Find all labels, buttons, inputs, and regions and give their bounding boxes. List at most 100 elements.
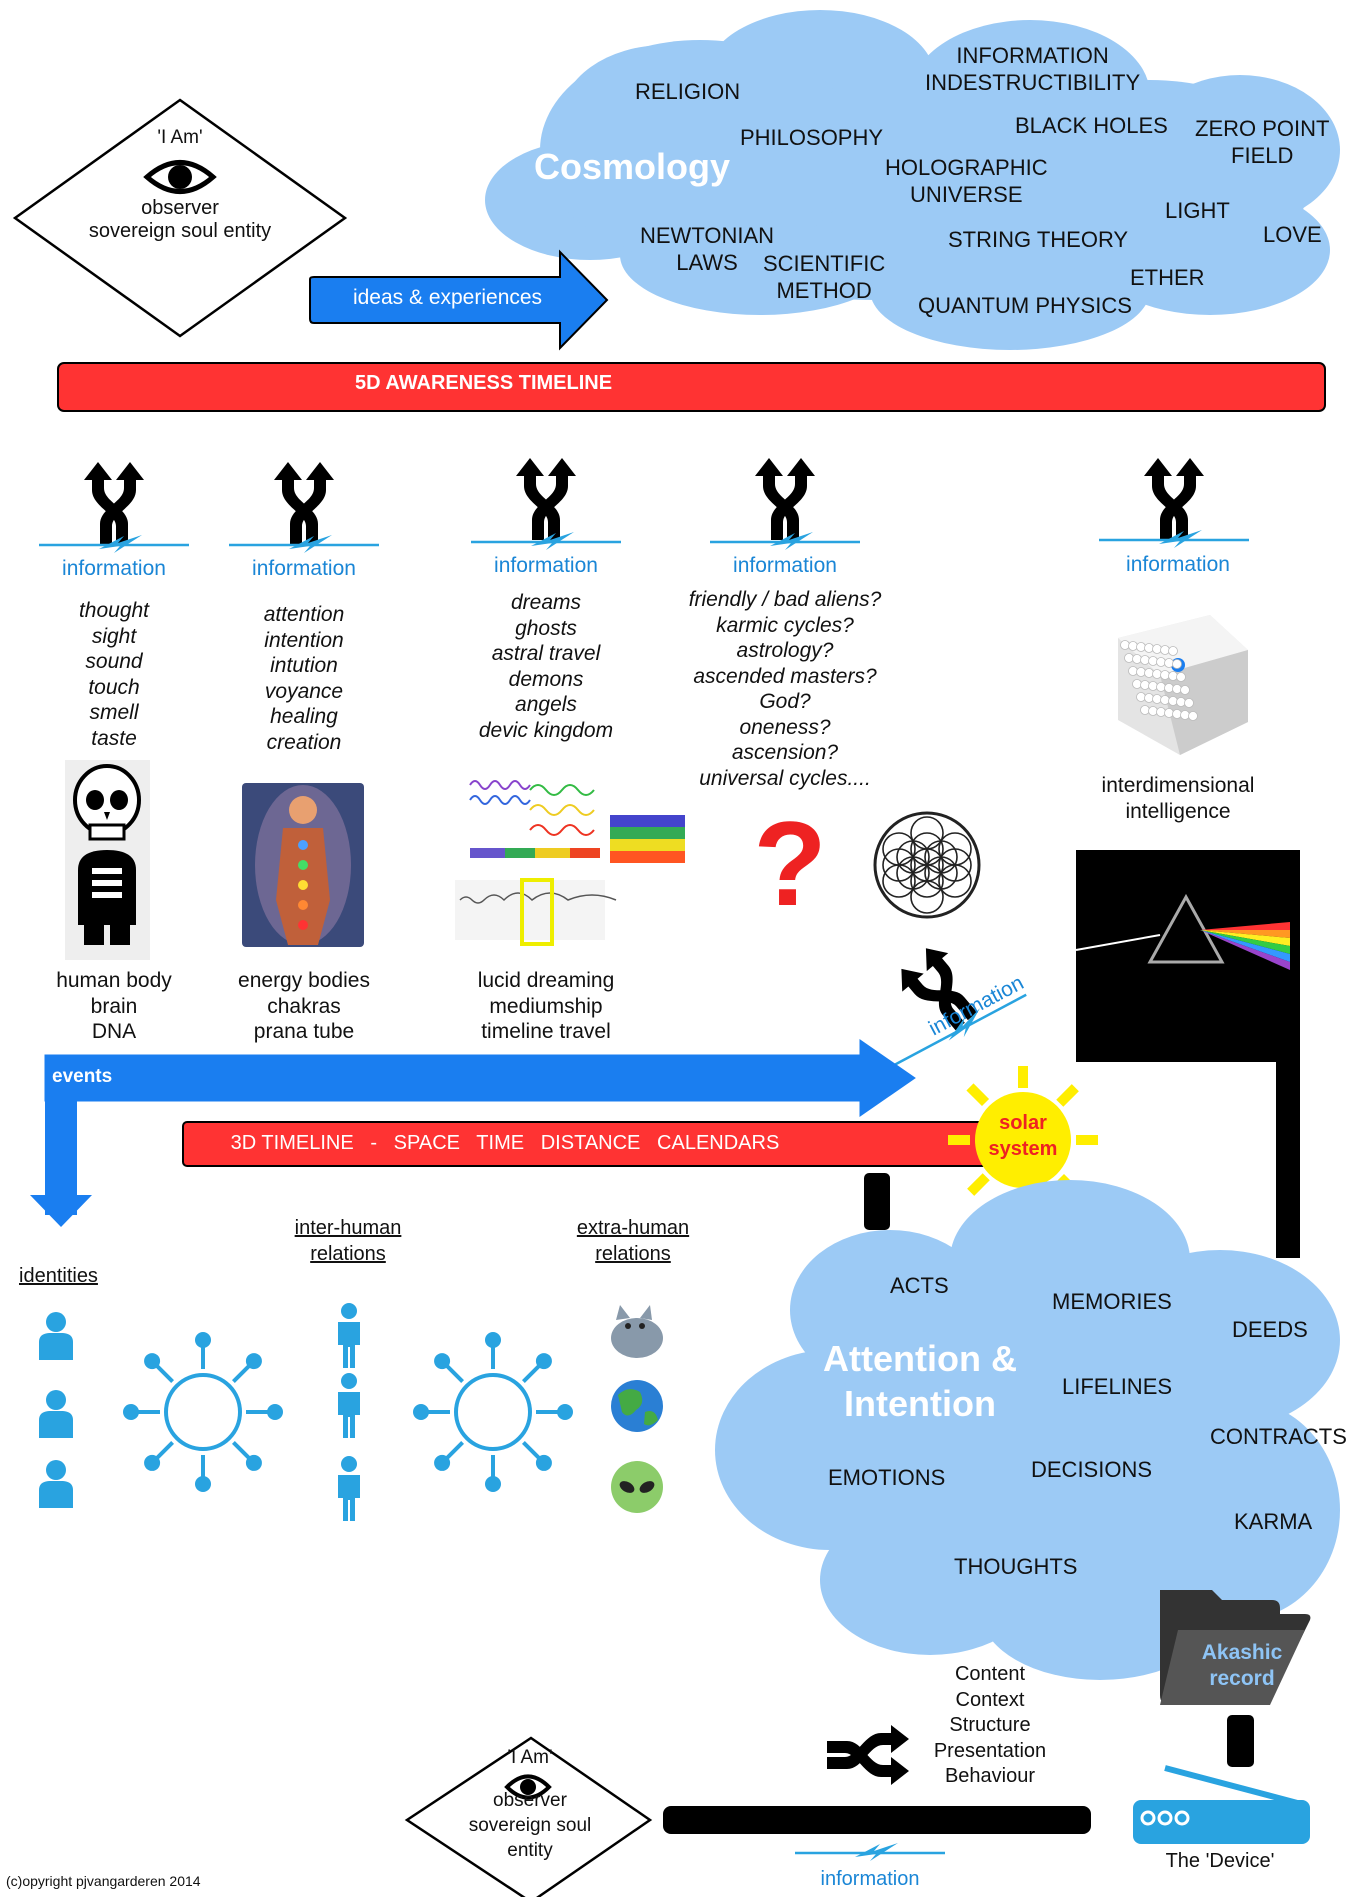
globe-icon xyxy=(611,1380,663,1432)
cosmology-title: Cosmology xyxy=(534,146,731,187)
cosmology-word: QUANTUM PHYSICS xyxy=(918,293,1132,318)
information-bolt-icon xyxy=(227,533,381,555)
solar-text: solar xyxy=(999,1112,1047,1134)
connector-block xyxy=(864,1173,890,1230)
caption-line: brain xyxy=(90,994,138,1018)
crossing-arrows-icon xyxy=(516,458,576,540)
cosmology-word: PHILOSOPHY xyxy=(740,125,884,150)
column-item: devic kingdom xyxy=(478,718,614,742)
column-item: sight xyxy=(91,624,137,648)
eye-icon xyxy=(143,160,217,194)
caption-line: lucid dreaming xyxy=(477,969,615,992)
alien-icon xyxy=(611,1461,663,1513)
events-arrow xyxy=(30,1039,916,1227)
caption-line: prana tube xyxy=(253,1020,355,1043)
column-item: karmic cycles? xyxy=(716,613,854,637)
ideas-arrow xyxy=(309,249,609,351)
energy-body-image xyxy=(242,783,364,947)
observer-top-label: 'I Am' observer sovereign soul entity xyxy=(60,126,300,243)
attention-word: DECISIONS xyxy=(1031,1457,1153,1482)
column-item: taste xyxy=(91,726,137,750)
caption-line: interdimensional xyxy=(1101,774,1255,797)
skull-skeleton-icon xyxy=(65,760,150,960)
column-item: ghosts xyxy=(515,616,577,640)
flower-of-life-icon xyxy=(873,811,981,919)
intention-line: Intention xyxy=(844,1383,996,1424)
attention-word: MEMORIES xyxy=(1052,1289,1172,1314)
column-item: voyance xyxy=(264,679,344,703)
observer-text: observer xyxy=(141,197,219,219)
column-item: dreams xyxy=(510,591,582,614)
attention-word: LIFELINES xyxy=(1062,1374,1173,1399)
shuffle-arrows-icon xyxy=(827,1725,909,1785)
column-item: touch xyxy=(88,675,140,699)
column-item: smell xyxy=(89,701,139,724)
crossing-arrows-icon xyxy=(755,458,815,540)
inter-human-title: inter-human relations xyxy=(268,1215,428,1267)
content-list-item: Context xyxy=(955,1688,1025,1711)
crossing-arrows-icon xyxy=(1144,458,1204,540)
question-mark-icon: ? xyxy=(753,797,826,931)
information-bolt-icon xyxy=(1097,528,1251,550)
connector-block xyxy=(1227,1715,1254,1767)
crossing-arrows-icon xyxy=(84,462,144,544)
relation-star-icon xyxy=(123,1332,283,1492)
relations-line: relations xyxy=(310,1243,386,1265)
prism-black-shape xyxy=(1076,850,1300,1258)
standing-person-icon xyxy=(338,1303,360,1368)
cat-icon xyxy=(611,1305,663,1358)
prism-icon xyxy=(1075,893,1290,970)
attention-word: EMOTIONS xyxy=(828,1465,946,1490)
column-item: healing xyxy=(270,705,338,728)
system-text: system xyxy=(988,1138,1058,1160)
column-item: angels xyxy=(515,693,577,716)
sovereign-soul-text: sovereign soul xyxy=(468,1815,592,1836)
observer-diamond-bottom xyxy=(404,1736,653,1897)
bottom-black-bar xyxy=(663,1806,1091,1834)
information-label: information xyxy=(733,554,837,577)
attention-title: Attention & Intention xyxy=(790,1336,1050,1426)
information-bolt-icon xyxy=(708,530,862,552)
caption-line: chakras xyxy=(267,994,341,1018)
cosmology-cloud xyxy=(485,10,1340,350)
content-list-item: Content xyxy=(954,1663,1026,1685)
3d-timeline-label: 3D TIMELINE - SPACE TIME DISTANCE CALEND… xyxy=(230,1132,780,1154)
information-bolt-icon xyxy=(37,533,191,555)
content-list-item: Structure xyxy=(949,1714,1031,1737)
router-device-icon xyxy=(1133,1765,1310,1844)
caption-line: mediumship xyxy=(489,994,603,1018)
cosmology-word: BLACK HOLES xyxy=(1015,113,1168,138)
cosmology-word: ETHER xyxy=(1130,265,1205,290)
column-item: God? xyxy=(759,690,811,713)
extra-human-line: extra-human xyxy=(576,1217,690,1239)
attention-word: ACTS xyxy=(890,1273,949,1298)
inter-human-line: inter-human xyxy=(294,1217,402,1239)
observer-diamond-top xyxy=(12,98,348,338)
column-item: oneness? xyxy=(739,715,831,739)
solar-system-label: solar system xyxy=(973,1110,1073,1162)
standing-person-icon xyxy=(338,1456,360,1521)
information-bolt-icon xyxy=(469,530,623,552)
person-icon xyxy=(39,1312,73,1360)
column-item: astral travel xyxy=(491,642,601,665)
attention-word: CONTRACTS xyxy=(1210,1424,1347,1449)
akashic-folder-icon xyxy=(1160,1590,1311,1705)
content-list-item: Presentation xyxy=(933,1739,1047,1762)
ideas-arrow-label: ideas & experiences xyxy=(352,286,543,309)
information-bolt-icon xyxy=(793,1841,947,1863)
5d-timeline-bar xyxy=(57,362,1326,412)
relation-star-icon xyxy=(413,1332,573,1492)
spectrum-waves-image xyxy=(455,775,685,946)
column-item: creation xyxy=(266,730,342,754)
